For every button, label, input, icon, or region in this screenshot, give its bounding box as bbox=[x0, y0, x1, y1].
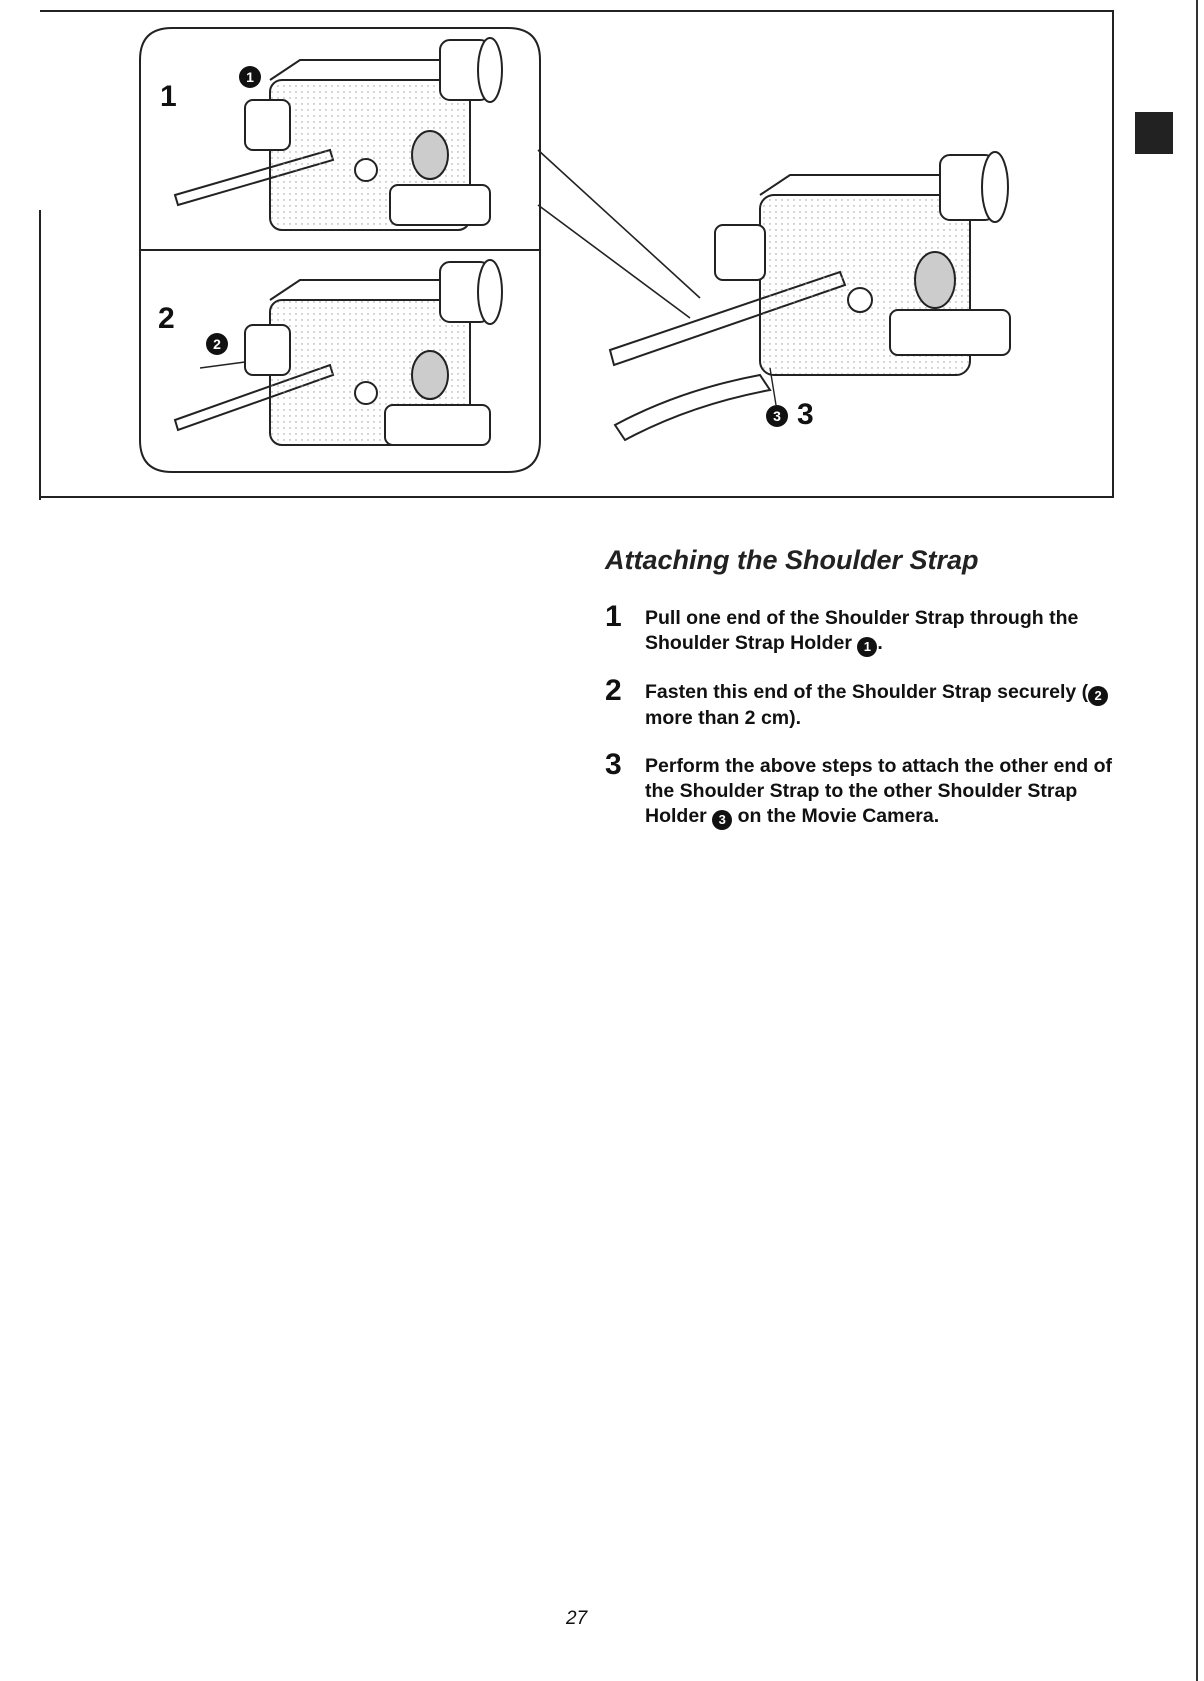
camera-drawing-1 bbox=[175, 38, 502, 230]
page-tab-marker bbox=[1135, 112, 1173, 154]
step-text-after: . bbox=[877, 632, 882, 654]
step-text-before: Fasten this end of the Shoulder Strap se… bbox=[645, 681, 1088, 703]
callout-2-icon: 2 bbox=[1088, 686, 1108, 706]
step-text: Pull one end of the Shoulder Strap throu… bbox=[645, 606, 1125, 657]
svg-text:1: 1 bbox=[246, 69, 254, 85]
page-edge-rule bbox=[1196, 0, 1198, 1681]
step-text: Fasten this end of the Shoulder Strap se… bbox=[645, 680, 1125, 731]
callout-1-badge: 1 bbox=[239, 66, 261, 88]
page-number: 27 bbox=[566, 1608, 587, 1630]
section-title: Attaching the Shoulder Strap bbox=[605, 545, 979, 576]
callout-1-icon: 1 bbox=[857, 637, 877, 657]
panel-2-label: 2 bbox=[158, 302, 175, 336]
step-number: 3 bbox=[605, 748, 622, 782]
camera-drawing-2 bbox=[175, 260, 502, 445]
step-number: 1 bbox=[605, 600, 622, 634]
panel-3-label: 3 bbox=[797, 398, 814, 432]
step-text-after: more than 2 cm). bbox=[645, 707, 801, 729]
camera-drawing-large bbox=[610, 152, 1010, 440]
callout-2-badge: 2 bbox=[206, 333, 228, 355]
svg-text:2: 2 bbox=[213, 336, 221, 352]
step-text: Perform the above steps to attach the ot… bbox=[645, 754, 1125, 830]
svg-text:3: 3 bbox=[773, 408, 781, 424]
callout-3-icon: 3 bbox=[712, 810, 732, 830]
panel-1-label: 1 bbox=[160, 80, 177, 114]
step-text-after: on the Movie Camera. bbox=[732, 805, 939, 827]
callout-3-badge: 3 bbox=[766, 405, 788, 427]
camera-illustration: 1 2 3 bbox=[0, 0, 1204, 520]
step-number: 2 bbox=[605, 674, 622, 708]
